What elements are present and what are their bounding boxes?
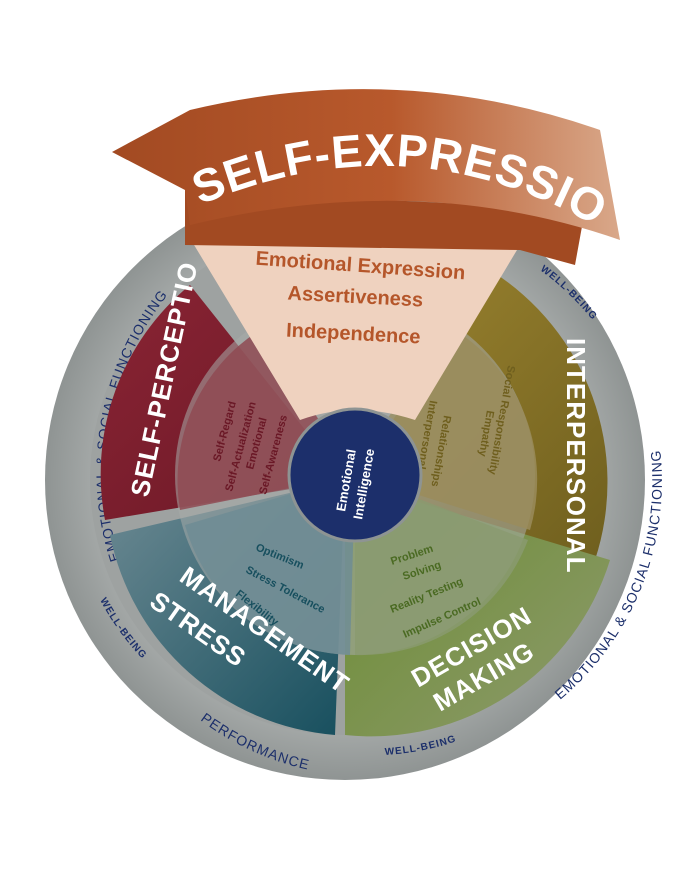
interpersonal-title: INTERPERSONAL — [561, 338, 591, 573]
self-expression-banner — [112, 89, 620, 240]
self-expression-banner-base — [185, 190, 585, 265]
center-circle — [287, 407, 423, 543]
self-expression-wedge — [185, 230, 520, 420]
